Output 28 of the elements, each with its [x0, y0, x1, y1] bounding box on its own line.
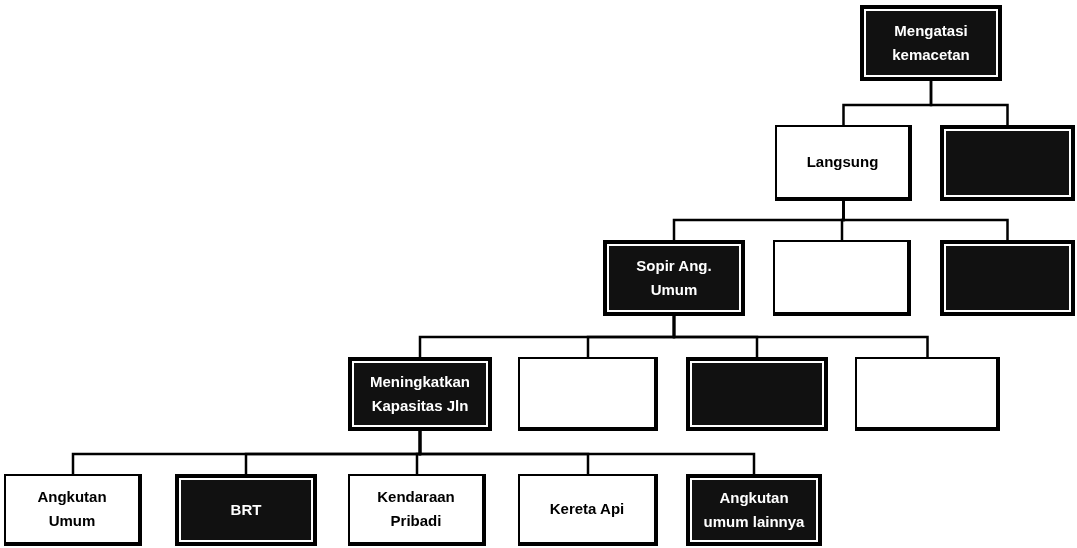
- connector-line: [929, 81, 1009, 125]
- box-label: Meningkatkan Kapasitas Jln: [369, 372, 471, 416]
- box-label: Sopir Ang. Umum: [635, 256, 713, 300]
- box-label: BRT: [230, 500, 262, 520]
- process-box: [4, 474, 142, 546]
- process-box: [603, 240, 745, 316]
- box-label: Kereta Api: [549, 499, 625, 519]
- process-box: [175, 474, 317, 546]
- connector-line: [672, 316, 929, 357]
- process-box: [775, 125, 912, 201]
- empty-box: [518, 357, 658, 431]
- process-box: [686, 474, 822, 546]
- process-box: [348, 357, 492, 431]
- box-label: Angkutan umum lainnya: [702, 488, 806, 532]
- process-box: [348, 474, 486, 546]
- connector-line: [418, 431, 756, 474]
- empty-box: [686, 357, 828, 431]
- box-label: Kendaraan Pribadi: [376, 487, 456, 531]
- box-label: Mengatasi kemacetan: [891, 21, 971, 65]
- empty-box: [855, 357, 1000, 431]
- empty-box: [940, 240, 1075, 316]
- box-label: Langsung: [806, 152, 879, 172]
- process-box: [518, 474, 658, 546]
- empty-box: [940, 125, 1075, 201]
- connector-line: [842, 201, 1009, 240]
- box-label: Angkutan Umum: [36, 487, 108, 531]
- process-box: [860, 5, 1002, 81]
- empty-box: [773, 240, 911, 316]
